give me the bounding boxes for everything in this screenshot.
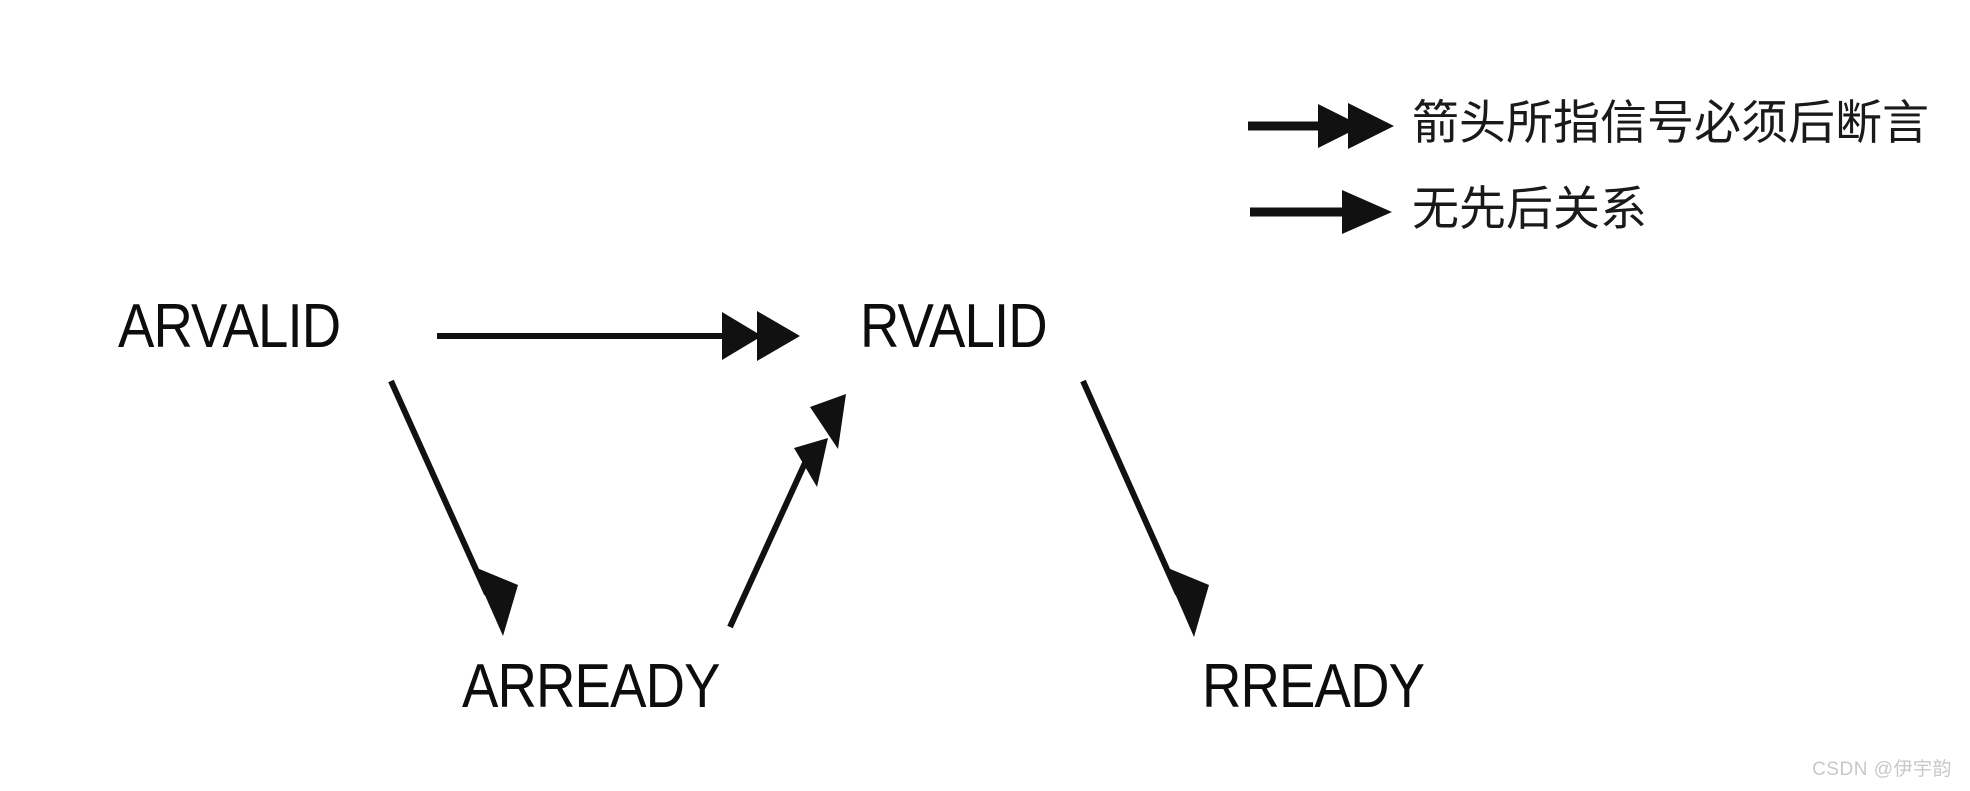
edge-rvalid-to-rready [1080,379,1209,637]
watermark: CSDN @伊宇韵 [1812,759,1952,780]
edge-arready-to-rvalid-head-2 [810,394,846,449]
node-label-rready: RREADY [1202,652,1425,721]
edge-arvalid-to-arready-head [472,566,518,636]
edge-arready-to-rvalid-shaft [727,450,813,629]
legend-arrow-single-head [1342,190,1392,234]
edge-rvalid-to-rready-shaft [1080,379,1181,596]
edge-rvalid-to-rready-head [1163,566,1209,637]
edge-arvalid-to-arready-shaft [388,379,490,596]
legend-arrow-double [1248,103,1394,149]
legend-arrow-double-head-2 [1348,103,1394,149]
legend-arrow-double-head-1 [1318,104,1362,148]
legend-label-no-ordering: 无先后关系 [1412,182,1647,237]
legend-arrow-single [1250,190,1392,234]
edge-arvalid-to-rvalid [437,311,800,361]
node-label-arready: ARREADY [462,652,720,721]
edge-arvalid-to-rvalid-head-1 [722,312,762,360]
node-label-arvalid: ARVALID [118,292,341,361]
legend-label-must-assert-after: 箭头所指信号必须后断言 [1412,96,1929,151]
edge-arvalid-to-rvalid-head-2 [757,311,800,361]
edge-arready-to-rvalid [727,394,846,629]
edge-arvalid-to-arready [388,379,518,636]
edge-arready-to-rvalid-head-1 [794,438,828,487]
node-label-rvalid: RVALID [860,292,1048,361]
